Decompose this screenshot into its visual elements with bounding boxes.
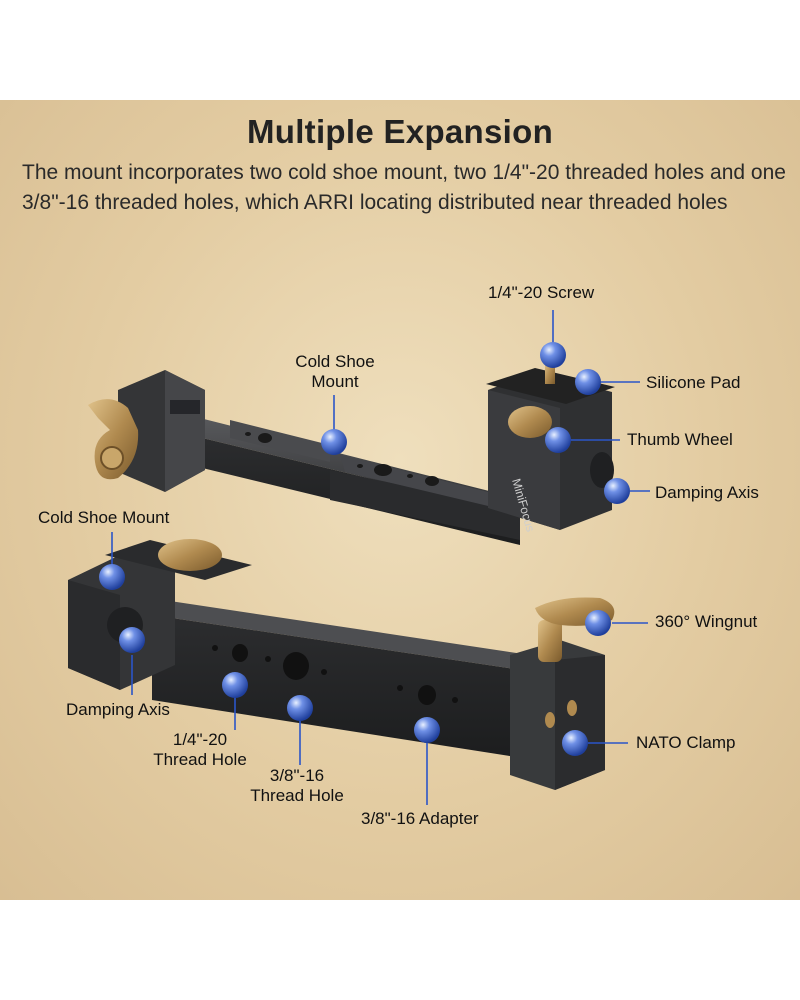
bottom-wingnut-stem — [538, 620, 562, 662]
top-cold-shoe-plate — [230, 420, 330, 462]
callout-dot — [119, 627, 145, 653]
top-screw-stem — [545, 362, 555, 384]
top-hole — [407, 474, 413, 478]
bottom-hole — [265, 656, 271, 662]
description-text: The mount incorporates two cold shoe mou… — [22, 161, 786, 214]
label-cold-shoe-top-line1: Cold Shoe — [295, 352, 375, 371]
label-wingnut: 360° Wingnut — [655, 612, 758, 631]
callout-dot — [562, 730, 588, 756]
label-thread-hole-38: 3/8"-16 Thread Hole — [237, 766, 357, 806]
label-thread-hole-14-line2: Thread Hole — [153, 750, 247, 769]
bottom-hole — [452, 697, 458, 703]
callout-dots — [99, 342, 630, 756]
top-hole — [258, 433, 272, 443]
label-damping-axis-bottom: Damping Axis — [66, 700, 170, 719]
label-cold-shoe-bottom: Cold Shoe Mount — [38, 508, 170, 527]
top-wingnut-hub — [100, 446, 124, 470]
bottom-left-head-face — [68, 580, 120, 690]
top-hole — [425, 476, 439, 486]
callout-dot — [575, 369, 601, 395]
top-head-plate — [486, 368, 615, 404]
bottom-thumb-wheel — [158, 539, 222, 571]
top-mount: MiniFocus — [88, 362, 615, 545]
label-thread-hole-38-line2: Thread Hole — [250, 786, 344, 805]
product-panel: Multiple Expansion The mount incorporate… — [0, 100, 800, 900]
label-damping-axis-top: Damping Axis — [655, 483, 759, 502]
label-adapter: 3/8"-16 Adapter — [361, 809, 479, 828]
top-thumb-wheel — [508, 406, 552, 438]
bottom-hole — [321, 669, 327, 675]
callout-dot — [321, 429, 347, 455]
label-thread-hole-14-line1: 1/4"-20 — [172, 730, 228, 749]
bottom-hole — [212, 645, 218, 651]
callout-dot — [545, 427, 571, 453]
bottom-arm-top-face — [150, 598, 535, 672]
label-screw: 1/4"-20 Screw — [488, 283, 595, 302]
callout-dot — [540, 342, 566, 368]
label-thumb-wheel: Thumb Wheel — [627, 430, 733, 449]
product-illustration: MiniFocus — [68, 310, 650, 805]
bottom-hole — [283, 652, 309, 680]
bottom-hole — [418, 685, 436, 705]
label-nato-clamp: NATO Clamp — [636, 733, 736, 752]
bottom-clamp-hole — [545, 712, 555, 728]
top-damping-knob — [590, 452, 614, 488]
top-arm-lower-rail — [330, 470, 520, 540]
bottom-right-clamp-face — [555, 655, 605, 790]
label-thread-hole-38-line1: 3/8"-16 — [269, 766, 325, 785]
callout-dot — [222, 672, 248, 698]
top-hole — [357, 464, 363, 468]
top-left-clamp-face — [165, 370, 205, 492]
bottom-clamp-hole — [567, 700, 577, 716]
label-cold-shoe-top-line2: Mount — [311, 372, 359, 391]
label-thread-hole-14: 1/4"-20 Thread Hole — [140, 730, 260, 770]
callout-dot — [414, 717, 440, 743]
top-hole — [374, 464, 392, 476]
page-title: Multiple Expansion — [246, 113, 554, 150]
callout-dot — [287, 695, 313, 721]
label-silicone-pad: Silicone Pad — [646, 373, 741, 392]
top-hole — [245, 432, 251, 436]
bottom-hole — [232, 644, 248, 662]
callout-dot — [585, 610, 611, 636]
label-cold-shoe-top: Cold Shoe Mount — [280, 352, 390, 392]
bottom-mount — [68, 539, 615, 790]
top-left-clamp-slot — [170, 400, 200, 414]
leader-lines — [111, 310, 650, 805]
bottom-hole — [397, 685, 403, 691]
callout-dot — [99, 564, 125, 590]
callout-dot — [604, 478, 630, 504]
